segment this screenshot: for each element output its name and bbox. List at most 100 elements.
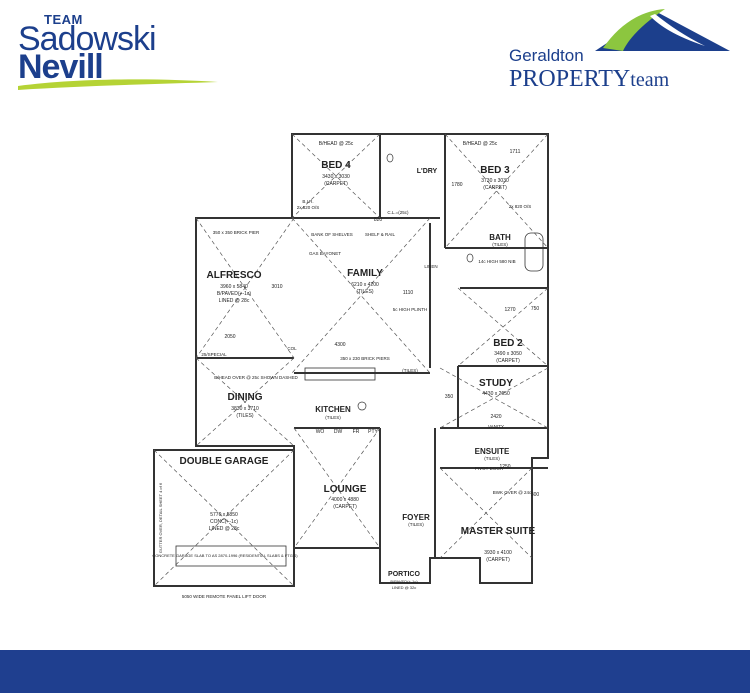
room-alfresco-name: ALFRESCO bbox=[207, 270, 262, 281]
room-alfresco-finish: B/PAVED(+-1c) bbox=[217, 291, 251, 297]
note-garage-door: 5050 WIDE REMOTE PANEL LIFT DOOR bbox=[182, 594, 267, 599]
sadowski-nevill-logo: TEAM Sadowski Nevill bbox=[18, 10, 218, 90]
dim-1270: 1270 bbox=[504, 307, 515, 313]
room-bed3-finish: (CARPET) bbox=[483, 185, 507, 191]
room-ensuite-name: ENSUITE bbox=[475, 447, 510, 456]
room-kitchen-finish: (TILES) bbox=[325, 415, 341, 420]
room-dining-finish: (TILES) bbox=[236, 413, 254, 419]
dim-820: 820 bbox=[374, 217, 383, 223]
note-gutter: GUTTER OVER, DETAIL SHEET 4 of 6 bbox=[158, 482, 163, 553]
note-bhead-bed4: B/HEAD @ 25c bbox=[319, 141, 354, 147]
dim-3010: 3010 bbox=[271, 284, 282, 290]
room-alfresco-extra: LINED @ 28c bbox=[219, 298, 250, 304]
dim-350: 350 bbox=[445, 394, 454, 400]
room-bed3-name: BED 3 bbox=[480, 165, 510, 176]
logo-swoosh-icon bbox=[18, 79, 218, 90]
room-portico-name: PORTICO bbox=[388, 571, 420, 578]
room-master-dims: 3930 x 4100 bbox=[484, 550, 512, 556]
room-ldry-name: L'DRY bbox=[417, 168, 438, 175]
dim-1711: 1711 bbox=[510, 149, 521, 155]
room-garage-dims: 5770 x 5850 bbox=[210, 512, 238, 518]
note-shelf-rail: SHELF & RAIL bbox=[365, 232, 396, 237]
geraldton-property-team-logo: Geraldton PROPERTYteam bbox=[505, 6, 735, 96]
logo-team-word: TEAM bbox=[44, 12, 83, 27]
room-bed2-finish: (CARPET) bbox=[496, 358, 520, 364]
dim-750: 750 bbox=[531, 306, 540, 312]
note-bank-shelves: BANK OF SHELVES bbox=[311, 232, 352, 237]
room-dining-dims: 3830 x 3710 bbox=[231, 406, 259, 412]
room-portico-finish: B/PAVED(+-1c) bbox=[390, 579, 418, 584]
note-wardrobe-bed3: 2x 820 O/S bbox=[509, 204, 532, 209]
dim-1780: 1780 bbox=[451, 182, 462, 188]
room-lounge-finish: (CARPET) bbox=[333, 504, 357, 510]
note-bhead-bed3: B/HEAD @ 25c bbox=[463, 141, 498, 147]
note-slab: CONCRETE GARAGE SLAB TO AS 2870-1996 (RE… bbox=[152, 553, 298, 558]
room-bed2-name: BED 2 bbox=[493, 338, 523, 349]
note-pivot: PIVOT DOOR bbox=[475, 466, 504, 471]
toilet-icon bbox=[386, 153, 394, 163]
house-roof-icon bbox=[595, 9, 730, 51]
logo-team-small-word: team bbox=[630, 69, 670, 91]
note-dw: DW bbox=[334, 429, 343, 435]
room-foyer-finish: (TILES) bbox=[408, 522, 424, 527]
kitchen-island-icon bbox=[304, 367, 376, 381]
floor-plan-dashed-lines bbox=[153, 133, 549, 587]
dim-2050: 2050 bbox=[224, 334, 235, 340]
room-family-dims: 6210 x 4200 bbox=[351, 282, 379, 288]
note-bhead-shown: B/HEAD OVER @ 25c SHOWN DASHED bbox=[214, 375, 298, 380]
room-master-name: MASTER SUITE bbox=[461, 526, 536, 537]
dim-1110: 1110 bbox=[403, 290, 414, 296]
room-dining-name: DINING bbox=[228, 392, 263, 403]
room-bed4-name: BED 4 bbox=[321, 160, 351, 171]
dim-2420: 2420 bbox=[490, 414, 501, 420]
room-ensuite-finish: (TILES) bbox=[484, 456, 500, 461]
room-family-name: FAMILY bbox=[347, 268, 383, 279]
bathtub-icon bbox=[524, 232, 544, 272]
logo-sadowski-word: Sadowski bbox=[18, 20, 157, 58]
note-bir-bed4: B.I.R. bbox=[302, 199, 313, 204]
note-gas: GAS BAYONET bbox=[309, 251, 341, 256]
note-tiles-hall: (TILES) bbox=[402, 368, 418, 373]
room-alfresco-dims: 3960 x 5840 bbox=[220, 284, 248, 290]
room-portico-extra: LINED @ 32c bbox=[392, 585, 417, 590]
room-kitchen-name: KITCHEN bbox=[315, 405, 351, 414]
room-garage-finish: CONC(+-1c) bbox=[210, 519, 238, 525]
room-bath-name: BATH bbox=[489, 233, 511, 242]
floor-plan-walls bbox=[153, 133, 549, 587]
room-foyer-name: FOYER bbox=[402, 513, 430, 522]
floor-plan: BED 4 3430 x 3030 (CARPET) BED 3 3730 x … bbox=[152, 133, 549, 599]
room-bed2-dims: 3490 x 3050 bbox=[494, 351, 522, 357]
room-garage-name: DOUBLE GARAGE bbox=[180, 456, 269, 467]
room-bed4-dims: 3430 x 3030 bbox=[322, 174, 350, 180]
room-garage-extra: LINED @ 28c bbox=[209, 526, 240, 532]
note-pty: PTY bbox=[368, 429, 378, 435]
logo-geraldton-word: Geraldton bbox=[509, 46, 584, 65]
room-study-name: STUDY bbox=[479, 378, 513, 389]
note-cl: C.L.=(25c) bbox=[387, 210, 409, 215]
logo-property-team-word: PROPERTYteam bbox=[509, 66, 669, 93]
note-plinth: 5c HIGH PLINTH bbox=[393, 307, 428, 312]
cooktop-icon bbox=[357, 401, 367, 411]
note-fr: FR bbox=[353, 429, 360, 435]
dim-1250: 1250 bbox=[499, 464, 510, 470]
note-wo: WO bbox=[316, 429, 325, 435]
room-study-dims: 4430 x 2650 bbox=[482, 391, 510, 397]
note-brick-piers: 350 x 230 BRICK PIERS bbox=[340, 356, 390, 361]
dim-4300: 4300 bbox=[334, 342, 345, 348]
room-bed3-dims: 3730 x 3030 bbox=[481, 178, 509, 184]
note-special: 25/SPECIAL bbox=[201, 352, 227, 357]
footer-bar bbox=[0, 650, 750, 693]
logo-property-word: PROPERTY bbox=[509, 66, 631, 92]
dim-300: 300 bbox=[531, 492, 540, 498]
note-pier: 350 x 350 BRICK PIER bbox=[213, 230, 260, 235]
toilet-icon bbox=[466, 253, 474, 263]
logo-nevill-word: Nevill bbox=[18, 48, 104, 86]
note-bwk: BWK OVER @ 24c bbox=[493, 490, 532, 495]
note-linen: LINEN bbox=[424, 264, 437, 269]
room-family-finish: (TILES) bbox=[356, 289, 374, 295]
garage-slab-note-box bbox=[175, 545, 287, 567]
note-vanity: VANITY bbox=[488, 424, 504, 429]
room-lounge-dims: 4000 x 4880 bbox=[331, 497, 359, 503]
note-nib: 14c HIGH 580 NIB bbox=[478, 259, 515, 264]
room-bath-finish: (TILES) bbox=[492, 242, 508, 247]
